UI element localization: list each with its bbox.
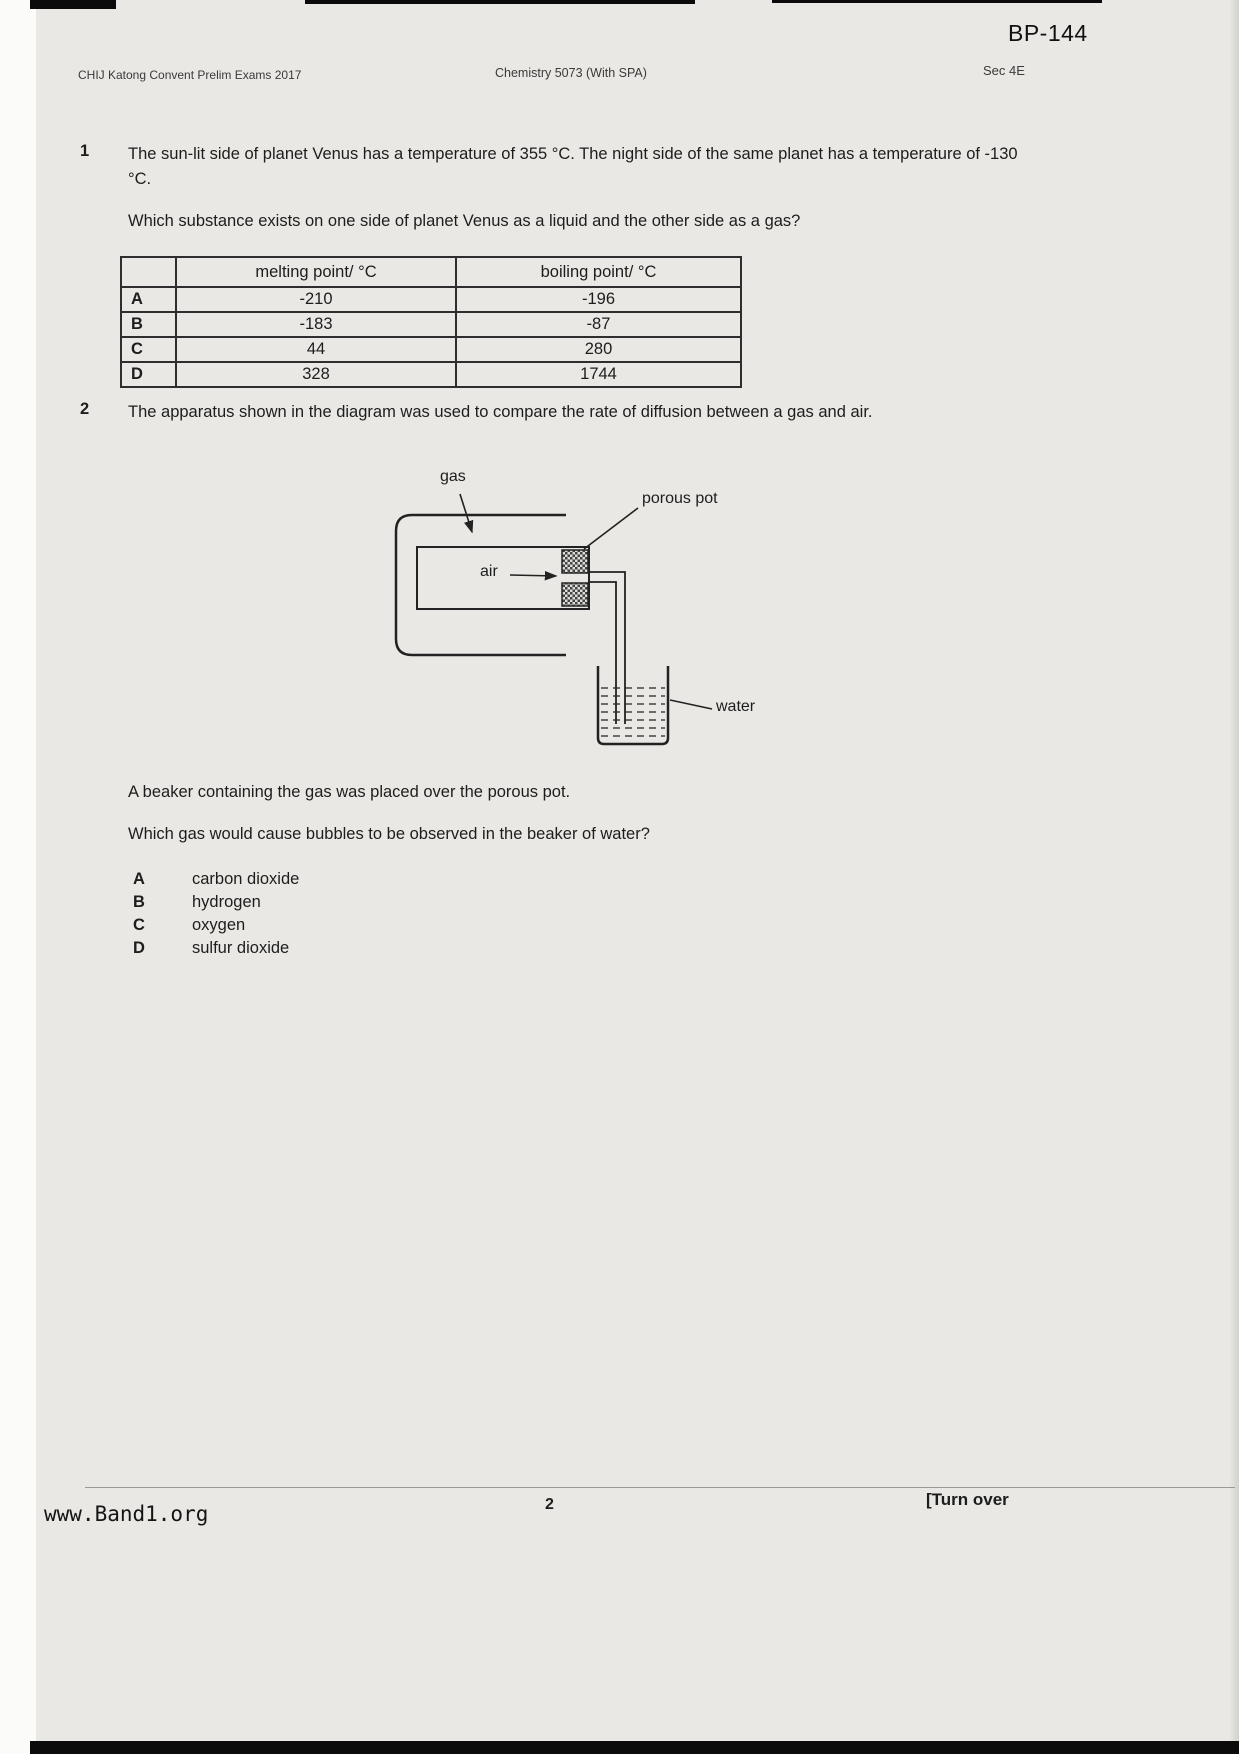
water-beaker-outline [596, 666, 670, 746]
paper-code: BP-144 [1008, 20, 1088, 46]
delivery-tube-outer [589, 571, 626, 724]
option-text: carbon dioxide [192, 870, 300, 888]
row-label: A [120, 286, 177, 313]
boiling-value: -87 [455, 311, 742, 338]
header-class: Sec 4E [983, 63, 1025, 78]
row-label: C [120, 336, 177, 363]
boiling-value: 280 [455, 336, 742, 363]
q2-options: A carbon dioxide B hydrogen C oxygen D s… [133, 868, 299, 960]
scan-artifact [30, 0, 116, 9]
table-row: B -183 -87 [120, 311, 742, 338]
boiling-value: 1744 [455, 361, 742, 388]
porous-plug-upper [561, 549, 589, 574]
table-header-row: melting point/ °C boiling point/ °C [120, 256, 742, 288]
question-1-number: 1 [80, 142, 90, 160]
delivery-tube-inner [589, 581, 617, 724]
melting-value: -210 [175, 286, 457, 313]
water-pointer [669, 699, 713, 710]
scan-edge-shadow [1229, 0, 1239, 1754]
table-header-blank [120, 256, 177, 288]
apparatus-line-art [394, 493, 713, 746]
scan-left-margin [0, 0, 36, 1754]
gas-beaker-outline [394, 513, 566, 657]
question-1-text: The sun-lit side of planet Venus has a t… [128, 145, 1018, 188]
option-letter: D [133, 939, 145, 957]
question-2-prompt: Which gas would cause bubbles to be obse… [128, 825, 650, 843]
question-1-prompt: Which substance exists on one side of pl… [128, 212, 801, 230]
water-shading [601, 687, 665, 737]
table-row: C 44 280 [120, 336, 742, 363]
table-row: A -210 -196 [120, 286, 742, 313]
scan-artifact [30, 1741, 1239, 1754]
air-pointer-arrow [509, 570, 558, 581]
gas-label: gas [440, 468, 466, 485]
boiling-value: -196 [455, 286, 742, 313]
melting-value: -183 [175, 311, 457, 338]
question-2-statement: A beaker containing the gas was placed o… [128, 783, 571, 801]
table-header-boiling: boiling point/ °C [455, 256, 742, 288]
apparatus-diagram: gas porous pot air water [360, 462, 840, 782]
question-2-number: 2 [80, 400, 90, 418]
header-school: CHIJ Katong Convent Prelim Exams 2017 [78, 68, 302, 82]
option-text: sulfur dioxide [192, 939, 290, 957]
option-b: B hydrogen [133, 891, 299, 914]
row-label: B [120, 311, 177, 338]
porous-plug-lower [561, 582, 589, 607]
q1-data-table: melting point/ °C boiling point/ °C A -2… [120, 256, 742, 388]
footer-rule [85, 1487, 1235, 1488]
porous-pot-pointer [583, 507, 639, 550]
water-label: water [716, 698, 756, 715]
option-d: D sulfur dioxide [133, 937, 299, 960]
option-c: C oxygen [133, 914, 299, 937]
option-letter: A [133, 870, 145, 888]
scan-artifact [772, 0, 1102, 3]
melting-value: 328 [175, 361, 457, 388]
option-a: A carbon dioxide [133, 868, 299, 891]
option-letter: B [133, 893, 145, 911]
header-subject: Chemistry 5073 (With SPA) [495, 66, 647, 80]
option-text: hydrogen [192, 893, 261, 911]
question-2-text: The apparatus shown in the diagram was u… [128, 403, 873, 421]
page-number: 2 [545, 1496, 554, 1513]
porous-pot-label: porous pot [642, 490, 718, 507]
scan-artifact [305, 0, 695, 4]
gas-pointer-arrow [459, 493, 474, 534]
melting-value: 44 [175, 336, 457, 363]
option-text: oxygen [192, 916, 246, 934]
porous-pot-body [416, 546, 590, 610]
table-header-melting: melting point/ °C [175, 256, 457, 288]
watermark-site: www.Band1.org [44, 1502, 209, 1526]
row-label: D [120, 361, 177, 388]
option-letter: C [133, 916, 145, 934]
turn-over-note: [Turn over [926, 1490, 1009, 1509]
air-label: air [480, 563, 498, 580]
table-row: D 328 1744 [120, 361, 742, 388]
